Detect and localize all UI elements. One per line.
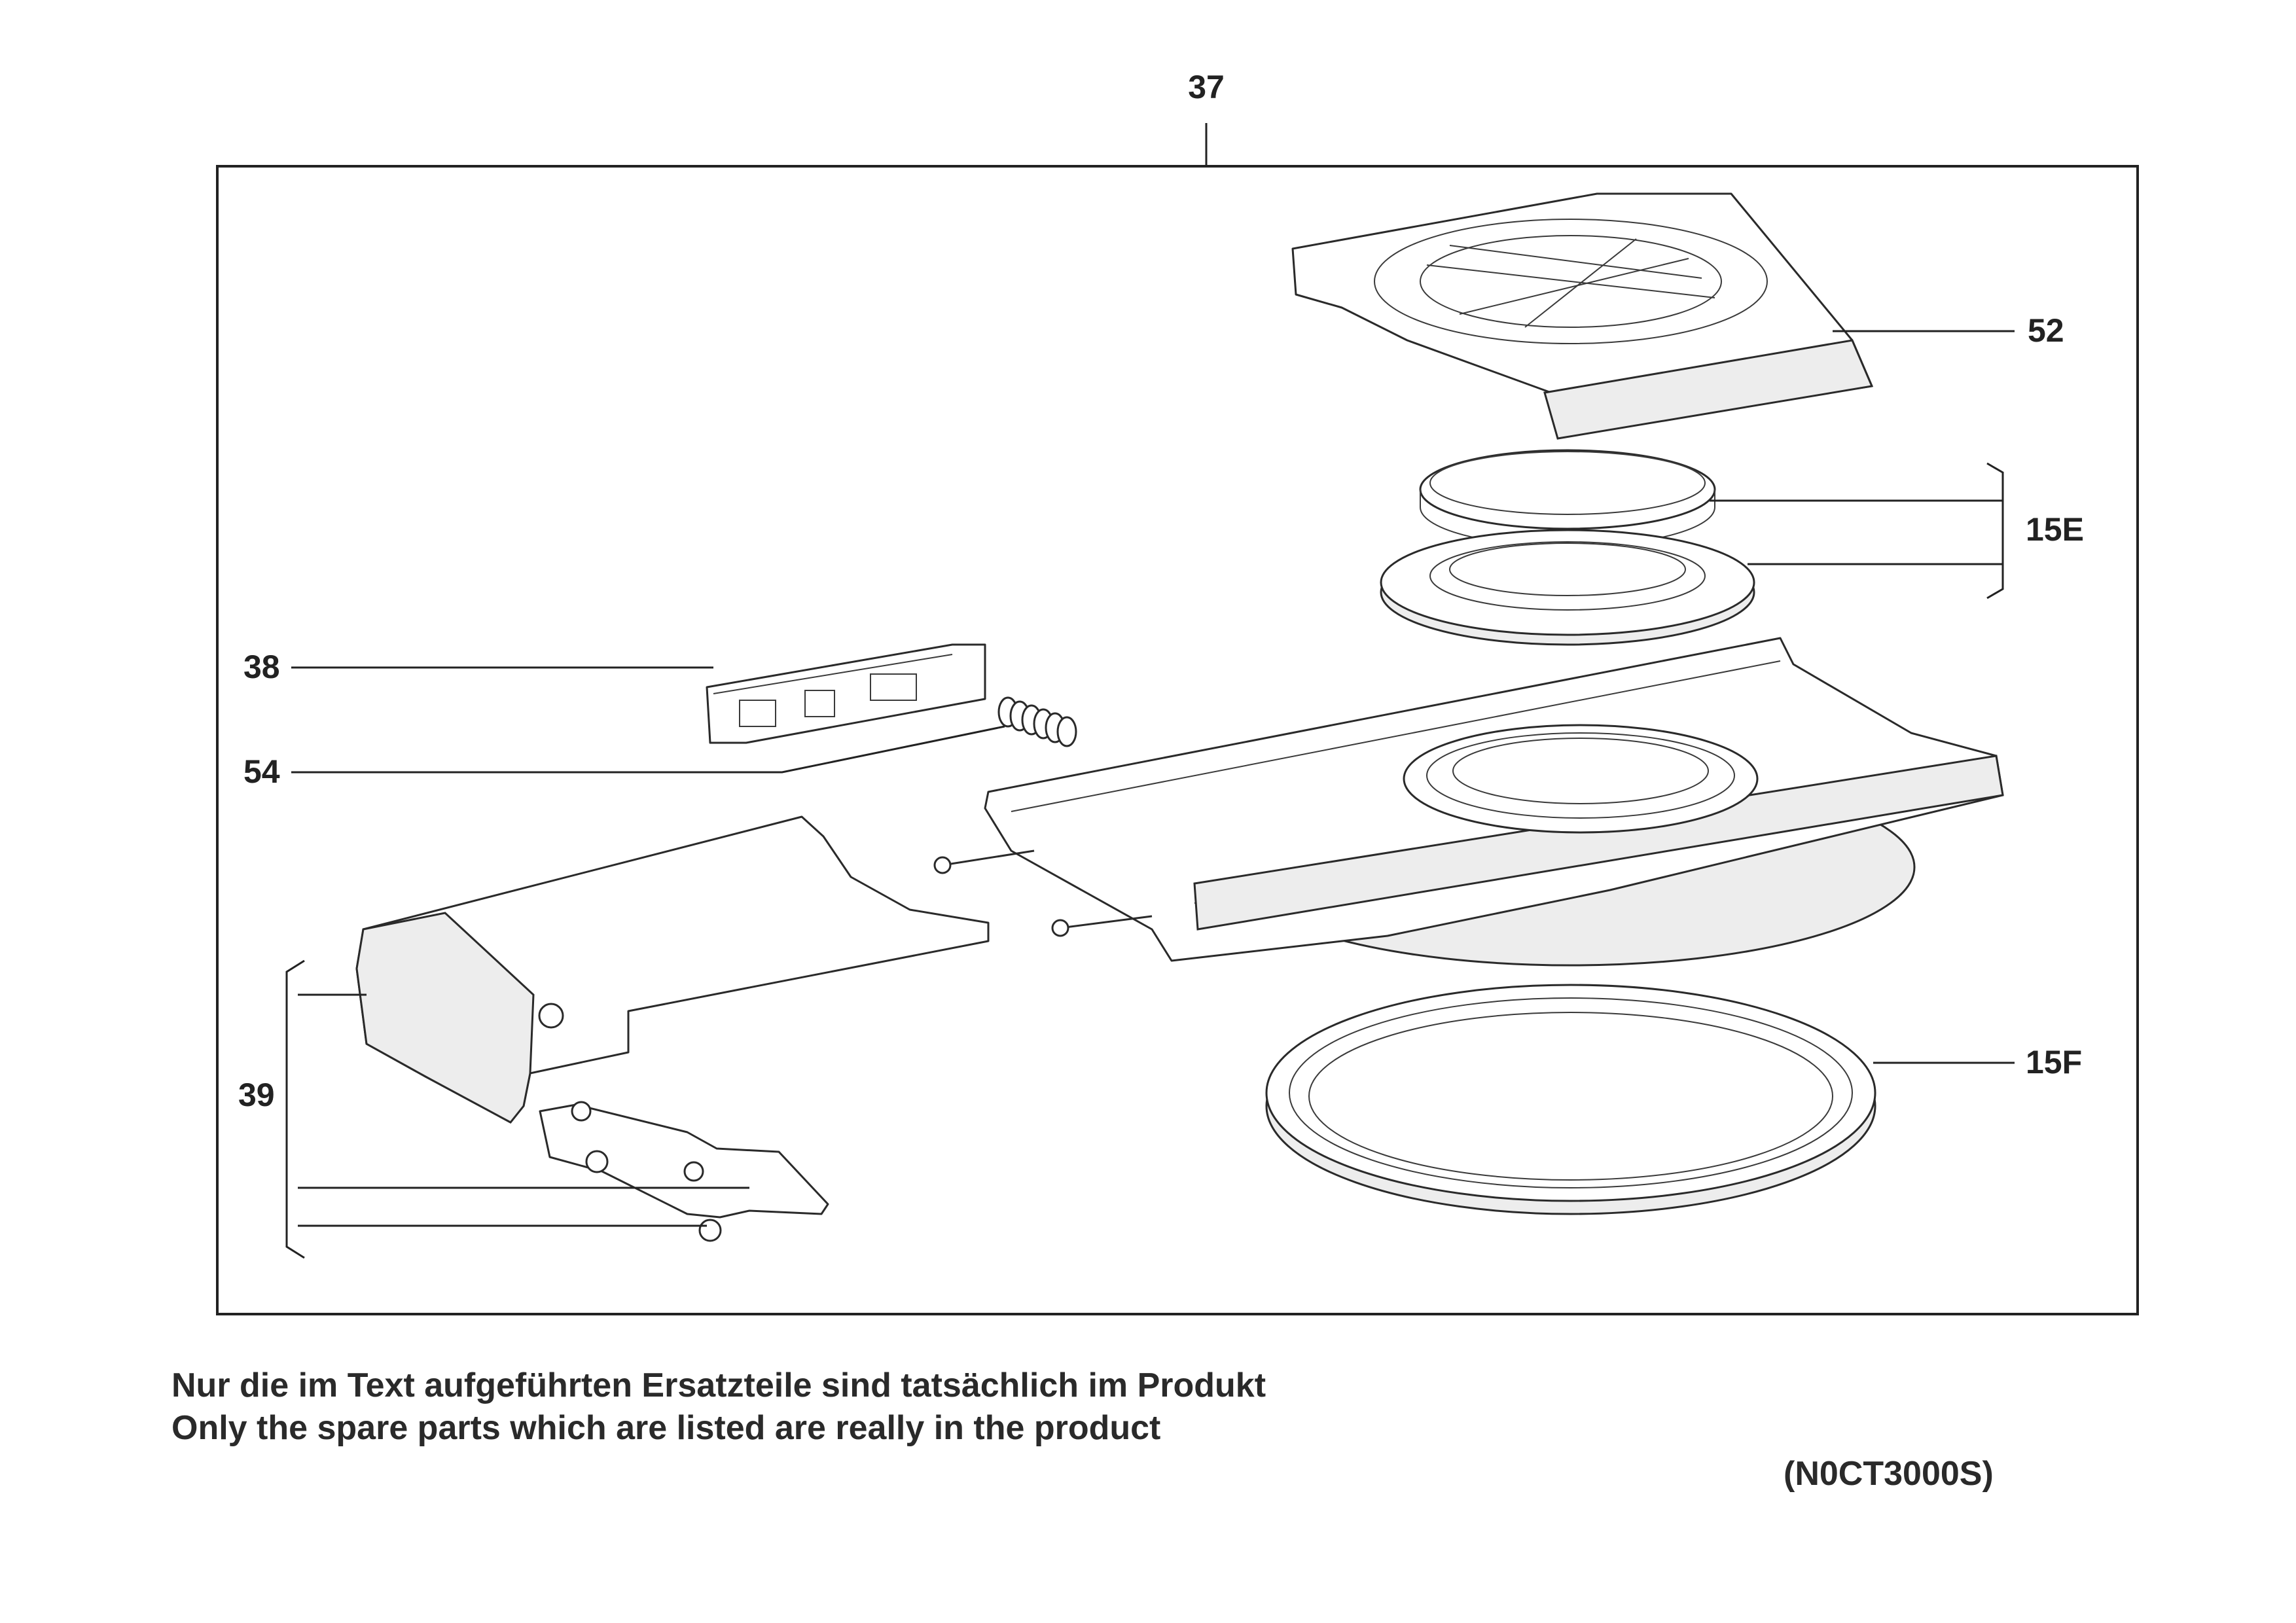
part-hinge-bracket — [539, 1101, 829, 1242]
part-upper-ring-set — [1380, 449, 1755, 646]
part-base-plate — [933, 637, 2004, 967]
bracket-39 — [285, 959, 305, 1259]
note-german: Nur die im Text aufgeführten Ersatzteile… — [171, 1366, 1266, 1404]
callout-54: 54 — [243, 753, 280, 790]
leader-54 — [291, 725, 1005, 774]
part-lower-ring — [1265, 984, 1876, 1215]
part-top-cover — [1291, 192, 1874, 440]
bracket-15e — [1986, 462, 2004, 599]
document-code: (N0CT3000S) — [1784, 1455, 1994, 1493]
part-lid — [355, 815, 990, 1124]
assembly-frame — [216, 165, 2139, 1315]
callout-15f: 15F — [2026, 1044, 2082, 1080]
note-english: Only the spare parts which are listed ar… — [171, 1409, 1161, 1447]
callout-38: 38 — [243, 649, 280, 685]
part-latch — [706, 643, 986, 744]
callout-37: 37 — [1188, 69, 1225, 105]
part-spring — [997, 696, 1077, 747]
callout-39: 39 — [238, 1077, 275, 1113]
callout-15e: 15E — [2026, 511, 2084, 548]
callout-52: 52 — [2028, 312, 2064, 349]
